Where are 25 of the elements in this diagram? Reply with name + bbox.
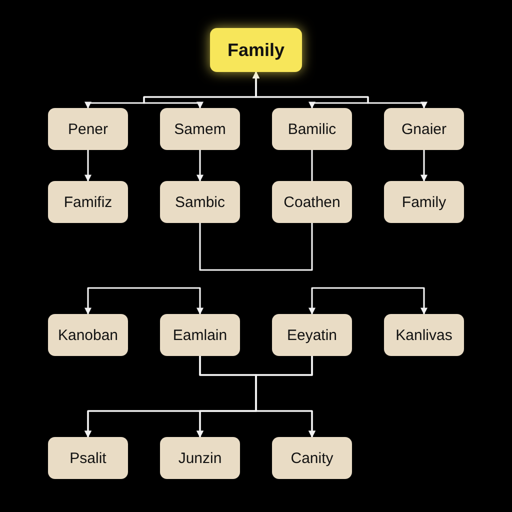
node-box: Canity: [272, 437, 352, 479]
connector-arrow: [308, 287, 368, 315]
node-box: Kanlivas: [384, 314, 464, 356]
node-box: Junzin: [160, 437, 240, 479]
node-box: Psalit: [48, 437, 128, 479]
node-box: Famifiz: [48, 181, 128, 223]
connector-arrow: [252, 71, 428, 109]
node-box: Coathen: [272, 181, 352, 223]
node-box: Pener: [48, 108, 128, 150]
root-box: Family: [210, 28, 302, 72]
node-box: Eeyatin: [272, 314, 352, 356]
node-box: Kanoban: [48, 314, 128, 356]
connector-arrow: [368, 287, 428, 315]
node-box: Eamlain: [160, 314, 240, 356]
connector-arrow: [84, 150, 92, 182]
node-box: Gnaier: [384, 108, 464, 150]
node-box: Sambic: [160, 181, 240, 223]
connector-arrow: [144, 287, 204, 315]
connector-arrow: [420, 150, 428, 182]
connector-arrow: [84, 287, 144, 315]
node-box: Samem: [160, 108, 240, 150]
node-box: Family: [384, 181, 464, 223]
node-box: Bamilic: [272, 108, 352, 150]
connector-arrow: [196, 150, 204, 182]
connector-arrow: [255, 356, 316, 438]
